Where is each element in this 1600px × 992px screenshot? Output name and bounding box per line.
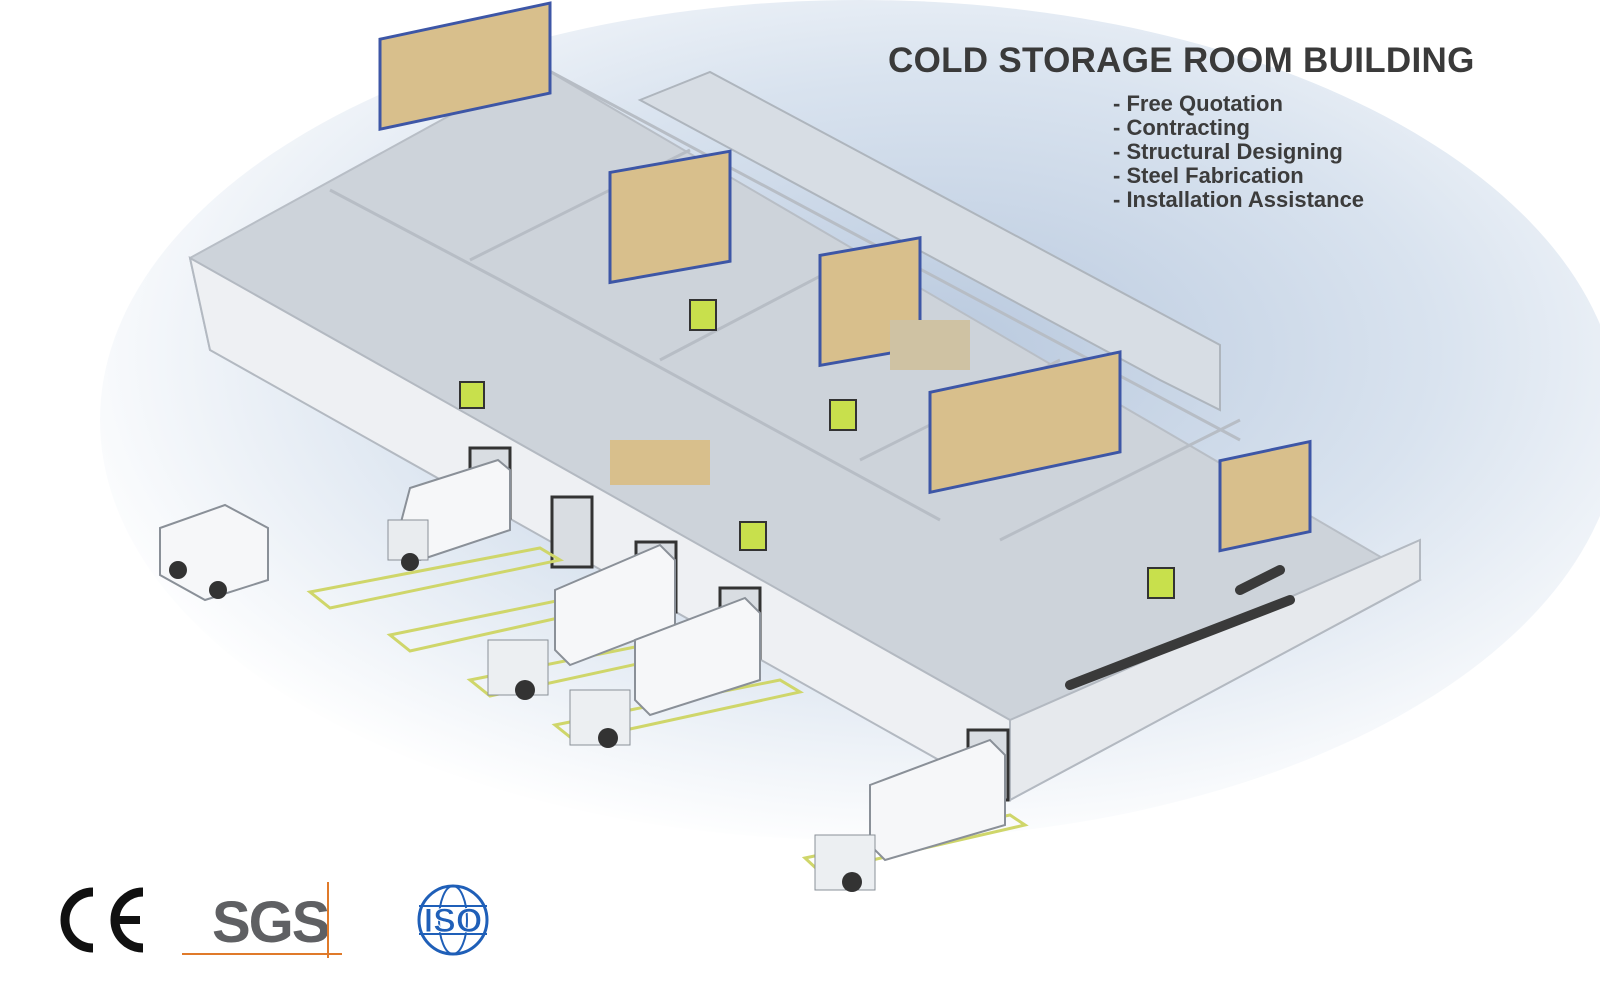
- page-title: COLD STORAGE ROOM BUILDING: [888, 41, 1475, 81]
- service-item: - Installation Assistance: [1113, 187, 1365, 212]
- truck: [159, 503, 269, 602]
- conveyor: [1065, 565, 1295, 690]
- svg-text:ISO: ISO: [424, 902, 483, 940]
- service-item: - Structural Designing: [1113, 139, 1343, 164]
- forklifts: [459, 299, 1175, 599]
- sgs-logo: SGS: [182, 882, 342, 958]
- truck: [387, 458, 511, 571]
- truck: [487, 543, 676, 700]
- trucks: [159, 458, 1006, 892]
- rack-blocks: [378, 1, 1312, 553]
- service-item: - Free Quotation: [1113, 91, 1283, 116]
- service-item: - Contracting: [1113, 115, 1250, 140]
- svg-text:SGS: SGS: [212, 890, 329, 955]
- truck: [814, 738, 1006, 892]
- service-list: - Free Quotation - Contracting - Structu…: [1113, 92, 1364, 212]
- ce-logo: [60, 887, 144, 953]
- iso-logo: ISO: [417, 884, 489, 956]
- truck: [569, 596, 761, 748]
- annex-floor: [637, 70, 1221, 412]
- service-item: - Steel Fabrication: [1113, 163, 1304, 188]
